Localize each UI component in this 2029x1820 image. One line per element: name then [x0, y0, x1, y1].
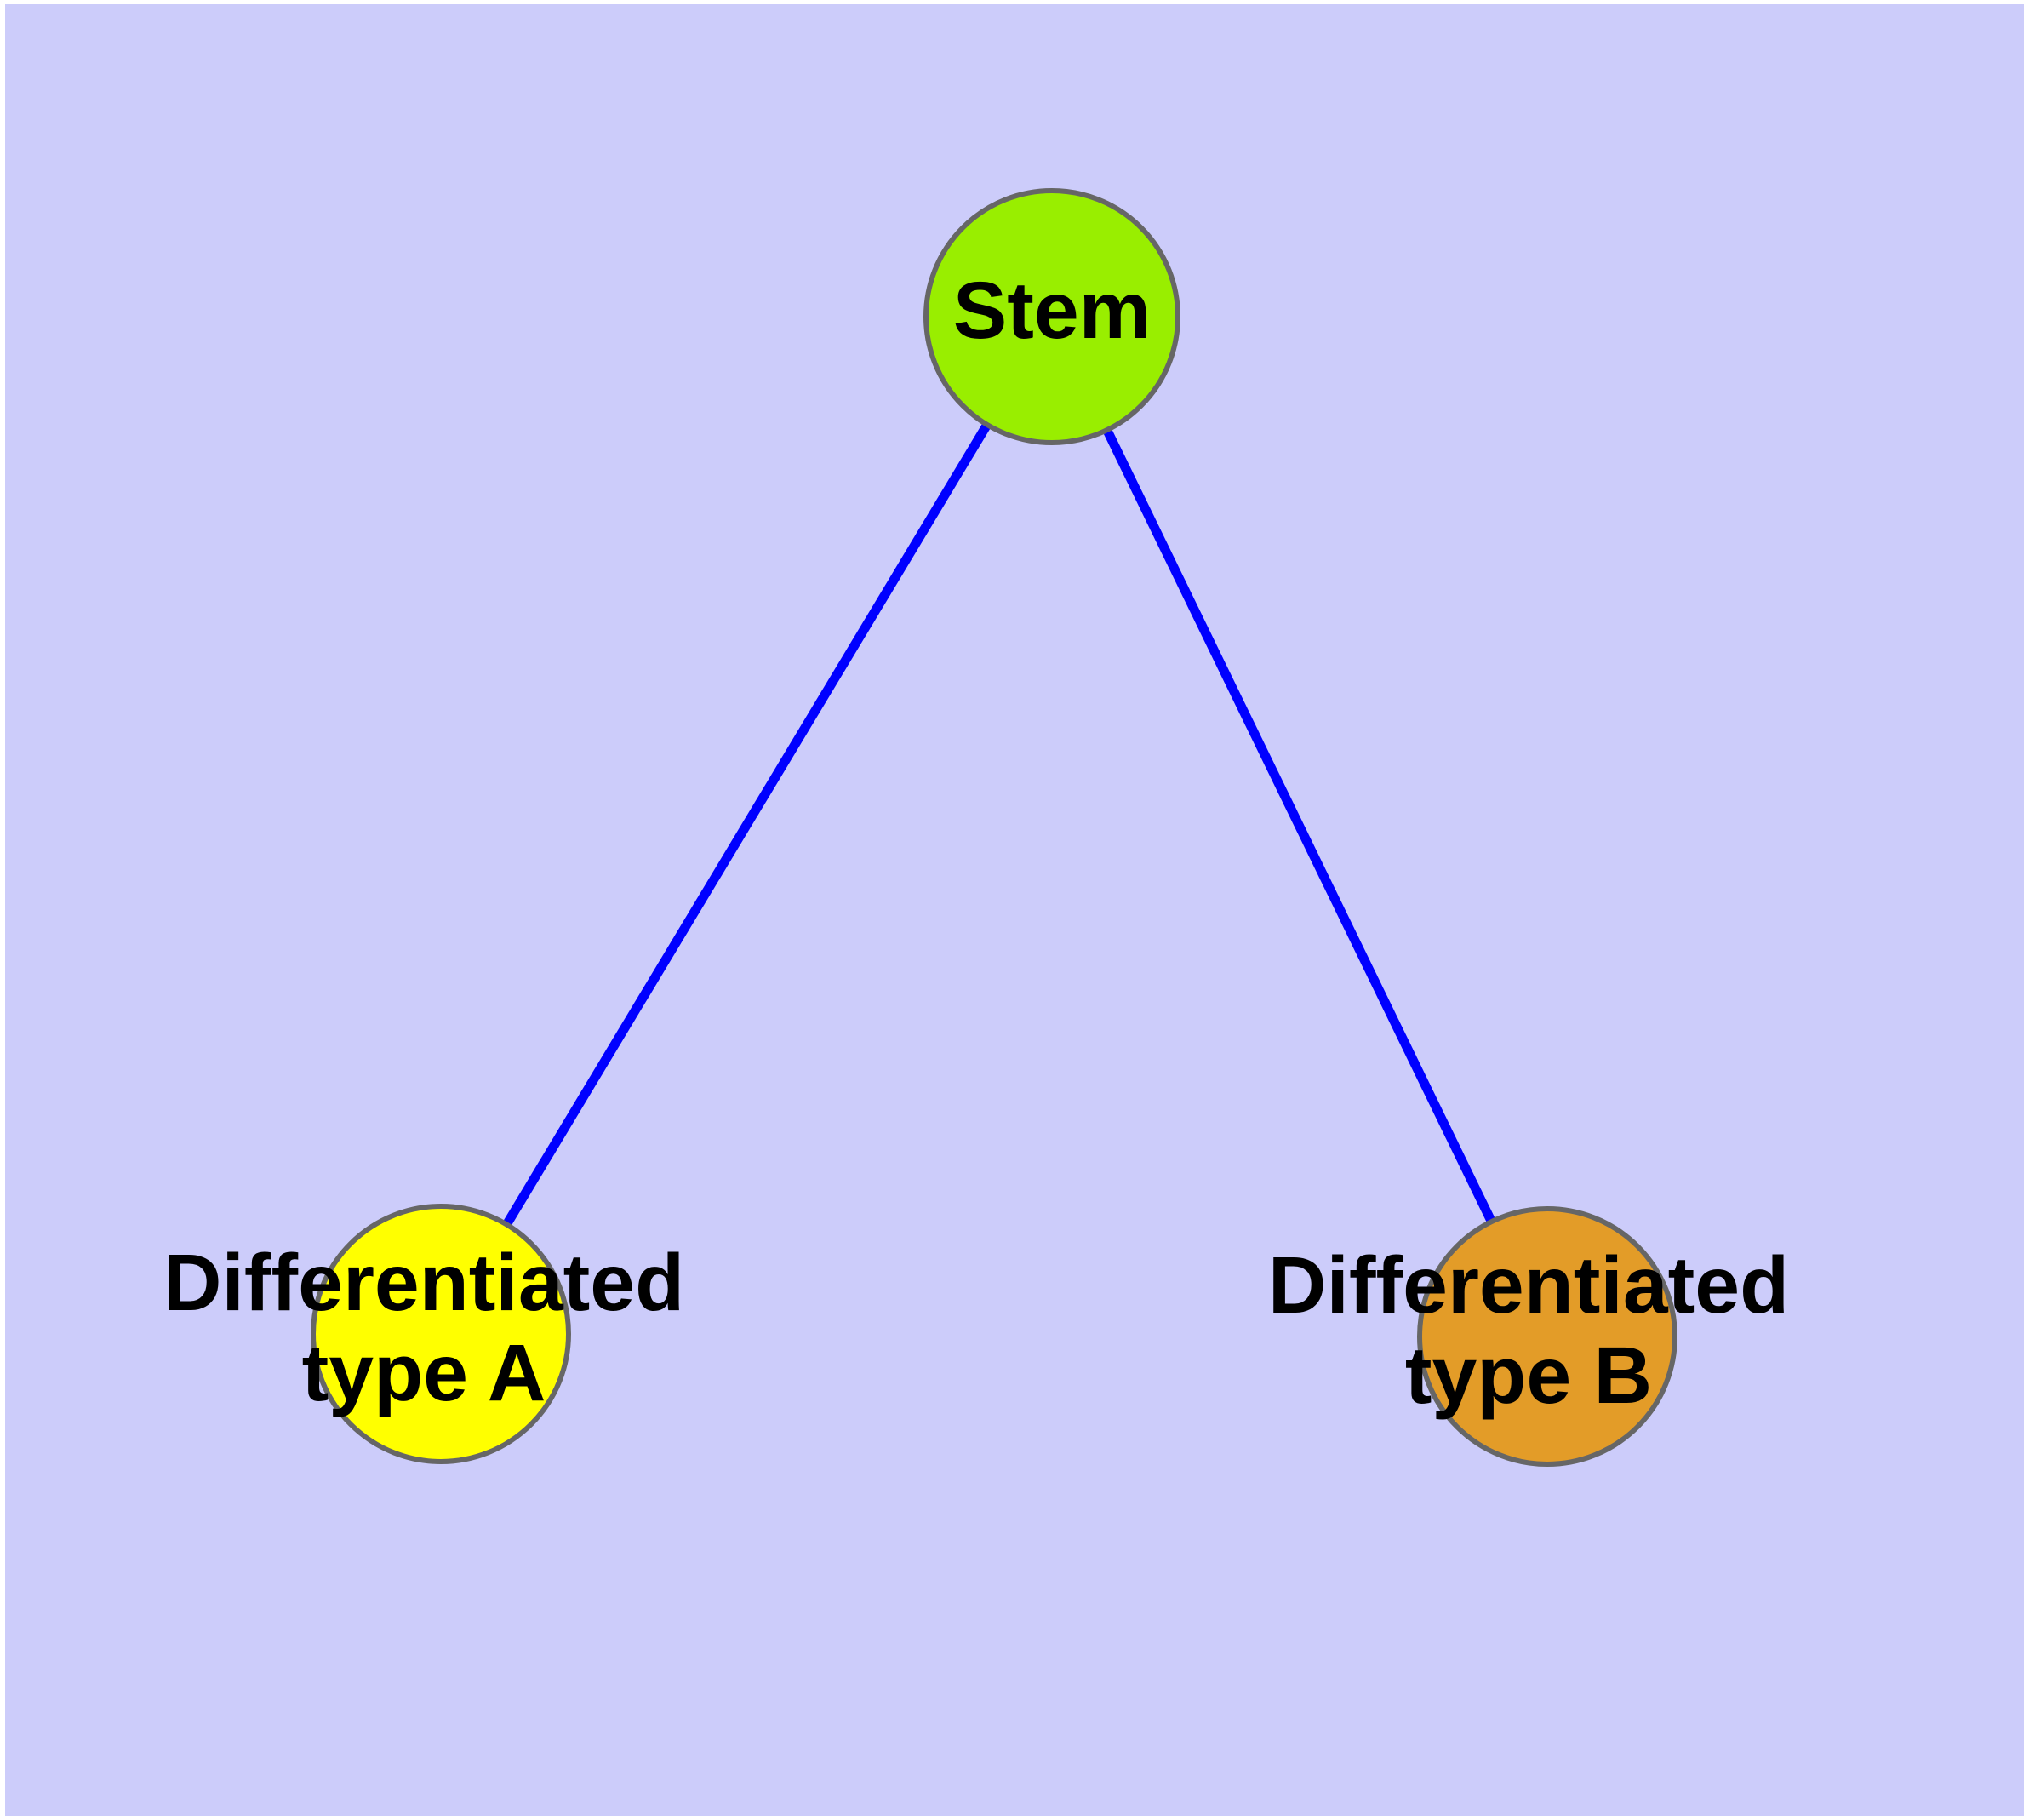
- node-differentiated-type-a[interactable]: [311, 1204, 571, 1464]
- node-stem[interactable]: [923, 188, 1180, 445]
- node-stem-circle[interactable]: [923, 188, 1180, 445]
- node-label-line: type B: [1405, 1331, 1652, 1421]
- node-layer: [311, 188, 1677, 1467]
- node-label-line: Differentiated: [163, 1238, 684, 1328]
- node-label-line: type A: [302, 1328, 546, 1418]
- node-differentiated-type-a-circle[interactable]: [311, 1204, 571, 1464]
- edge-stem-to-differentiated-type-b[interactable]: [1048, 314, 1552, 1339]
- node-differentiated-type-b[interactable]: [1417, 1206, 1677, 1467]
- node-differentiated-type-b-circle[interactable]: [1417, 1206, 1677, 1467]
- node-label-stem: Stem: [953, 266, 1151, 356]
- edge-stem-to-differentiated-type-a[interactable]: [437, 314, 1056, 1336]
- node-label-line: Stem: [953, 266, 1151, 356]
- edge-layer: [437, 314, 1552, 1339]
- node-label-line: Differentiated: [1268, 1240, 1789, 1331]
